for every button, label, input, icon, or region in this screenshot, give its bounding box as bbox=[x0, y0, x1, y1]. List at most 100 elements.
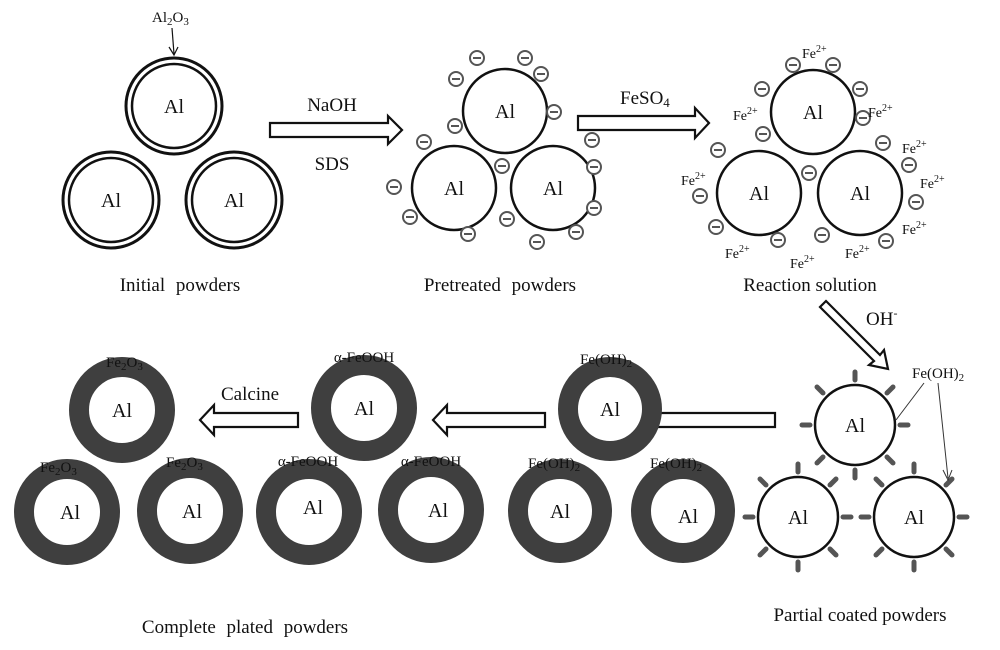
minus-charge-icon bbox=[447, 118, 463, 134]
minus-charge-icon bbox=[402, 209, 418, 225]
right-arrow-icon bbox=[268, 113, 404, 147]
svg-text:Al: Al bbox=[444, 178, 464, 200]
particle-al-feoh2-shell: Al Fe(OH)2 bbox=[508, 456, 612, 563]
caption-pretreated-powders: Pretreated powders bbox=[424, 275, 576, 296]
minus-charge-icon bbox=[875, 135, 891, 151]
svg-text:Al: Al bbox=[749, 183, 769, 205]
fe2-ion-label: Fe2+ bbox=[902, 220, 927, 238]
particle-al: Al bbox=[769, 68, 857, 156]
feoh2-spikes bbox=[858, 461, 970, 573]
particle-al: Al bbox=[715, 149, 803, 237]
svg-text:Al: Al bbox=[678, 506, 698, 528]
particle-al-partial: Al bbox=[799, 369, 911, 481]
feoh2-callout: Fe(OH)2 bbox=[895, 366, 964, 482]
fe2-ion-label: Fe2+ bbox=[902, 139, 927, 157]
feooh-shell-label: α-FeOOH bbox=[334, 350, 395, 366]
stage-feooh-coated: Al α-FeOOH Al α-FeOOH Al α-FeOOH bbox=[256, 350, 484, 565]
svg-text:Al: Al bbox=[112, 400, 132, 422]
minus-charge-icon bbox=[692, 188, 708, 204]
svg-text:Al: Al bbox=[224, 190, 244, 212]
svg-text:Al: Al bbox=[845, 415, 865, 437]
arrow-step-oh: OH- bbox=[818, 299, 897, 371]
stage-feoh2-coated: Al Fe(OH)2 Al Fe(OH)2 Al Fe(OH)2 bbox=[508, 352, 735, 563]
minus-charge-icon bbox=[517, 50, 533, 66]
minus-charge-icon bbox=[878, 233, 894, 249]
particle-al-oxide: Al bbox=[124, 56, 224, 156]
minus-charge-icon bbox=[469, 50, 485, 66]
minus-charge-icon bbox=[908, 194, 924, 210]
particle-al-partial: Al bbox=[858, 461, 970, 573]
svg-text:Al: Al bbox=[428, 500, 448, 522]
left-arrow-icon bbox=[198, 402, 300, 438]
particle-al-feooh-shell: Al α-FeOOH bbox=[311, 350, 417, 461]
svg-text:Al: Al bbox=[303, 497, 323, 519]
svg-text:Al: Al bbox=[600, 399, 620, 421]
minus-charge-icon bbox=[825, 57, 841, 73]
minus-charge-icon bbox=[710, 142, 726, 158]
feoh2-spikes bbox=[799, 369, 911, 481]
svg-text:Al: Al bbox=[543, 178, 563, 200]
feooh-shell-label: α-FeOOH bbox=[401, 454, 462, 470]
particle-al-fe2o3-shell: Al Fe2O3 bbox=[137, 455, 243, 564]
svg-text:Al: Al bbox=[60, 502, 80, 524]
feooh-shell-label: α-FeOOH bbox=[278, 454, 339, 470]
svg-text:Al: Al bbox=[550, 501, 570, 523]
minus-charge-icon bbox=[529, 234, 545, 250]
minus-charge-icon bbox=[568, 224, 584, 240]
particle-al-partial: Al bbox=[742, 461, 854, 573]
minus-charge-icon bbox=[755, 126, 771, 142]
arrow-step-pretreat: NaOH SDS bbox=[268, 95, 404, 175]
label-oh: OH- bbox=[866, 306, 897, 330]
particle-al: Al bbox=[410, 144, 498, 232]
particle-al-feoh2-shell: Al Fe(OH)2 bbox=[631, 456, 735, 563]
caption-initial-powders: Initial powders bbox=[120, 275, 241, 296]
minus-charge-icon bbox=[708, 219, 724, 235]
particle-al: Al bbox=[461, 67, 549, 155]
stage-initial-powders: Al2O3 Al Al Al Initial powders bbox=[61, 10, 284, 296]
fe2-ion-label: Fe2+ bbox=[868, 103, 893, 121]
label-calcine: Calcine bbox=[221, 384, 279, 405]
pointer-arrow-icon bbox=[942, 469, 953, 482]
svg-text:Al2O3: Al2O3 bbox=[152, 10, 189, 28]
arrow-step-calcine: Calcine bbox=[198, 384, 300, 438]
svg-text:Al: Al bbox=[101, 190, 121, 212]
feoh2-shell-label: Fe(OH)2 bbox=[580, 352, 632, 370]
minus-charge-icon bbox=[386, 179, 402, 195]
minus-charge-icon bbox=[584, 132, 600, 148]
diagonal-arrow-icon bbox=[818, 299, 890, 371]
fe2-ions: Fe2+ Fe2+ Fe2+ Fe2+ Fe2+ Fe2+ Fe2+ Fe2+ … bbox=[681, 44, 945, 272]
minus-charge-icon bbox=[814, 227, 830, 243]
particle-al: Al bbox=[816, 149, 904, 237]
minus-charge-icon bbox=[416, 134, 432, 150]
stage-partial-coated-powders: Al Al bbox=[742, 366, 970, 626]
svg-text:Al: Al bbox=[164, 96, 184, 118]
left-arrow-icon bbox=[431, 402, 547, 438]
minus-charge-icon bbox=[785, 57, 801, 73]
minus-charge-icon bbox=[499, 211, 515, 227]
minus-charge-icon bbox=[901, 157, 917, 173]
al2o3-label: Al2O3 bbox=[152, 10, 189, 57]
svg-text:Al: Al bbox=[182, 501, 202, 523]
minus-charge-icon bbox=[754, 81, 770, 97]
minus-charge-icon bbox=[586, 159, 602, 175]
fe2-ion-label: Fe2+ bbox=[802, 44, 827, 62]
stage-pretreated-powders: Al Al Al Pretrea bbox=[386, 50, 602, 296]
stage-complete-plated-powders: Al Fe2O3 Al Fe2O3 Al Fe2O3 Complete plat… bbox=[14, 355, 348, 638]
feoh2-shell-label: Fe(OH)2 bbox=[650, 456, 702, 474]
minus-charge-icon bbox=[801, 165, 817, 181]
feoh2-callout-label: Fe(OH)2 bbox=[912, 366, 964, 384]
particle-al: Al bbox=[509, 144, 597, 232]
label-naoh: NaOH bbox=[307, 95, 357, 116]
particle-al-fe2o3-shell: Al Fe2O3 bbox=[69, 355, 175, 463]
minus-charge-icon bbox=[533, 66, 549, 82]
particle-al-oxide: Al bbox=[61, 150, 161, 250]
minus-charge-icon bbox=[770, 232, 786, 248]
feoh2-spikes bbox=[742, 461, 854, 573]
particle-al-feoh2-shell: Al Fe(OH)2 bbox=[558, 352, 662, 461]
minus-charge-icon bbox=[460, 226, 476, 242]
minus-charge-icon bbox=[448, 71, 464, 87]
right-arrow-icon bbox=[576, 105, 711, 141]
minus-charge-icon bbox=[586, 200, 602, 216]
svg-text:Al: Al bbox=[788, 507, 808, 529]
